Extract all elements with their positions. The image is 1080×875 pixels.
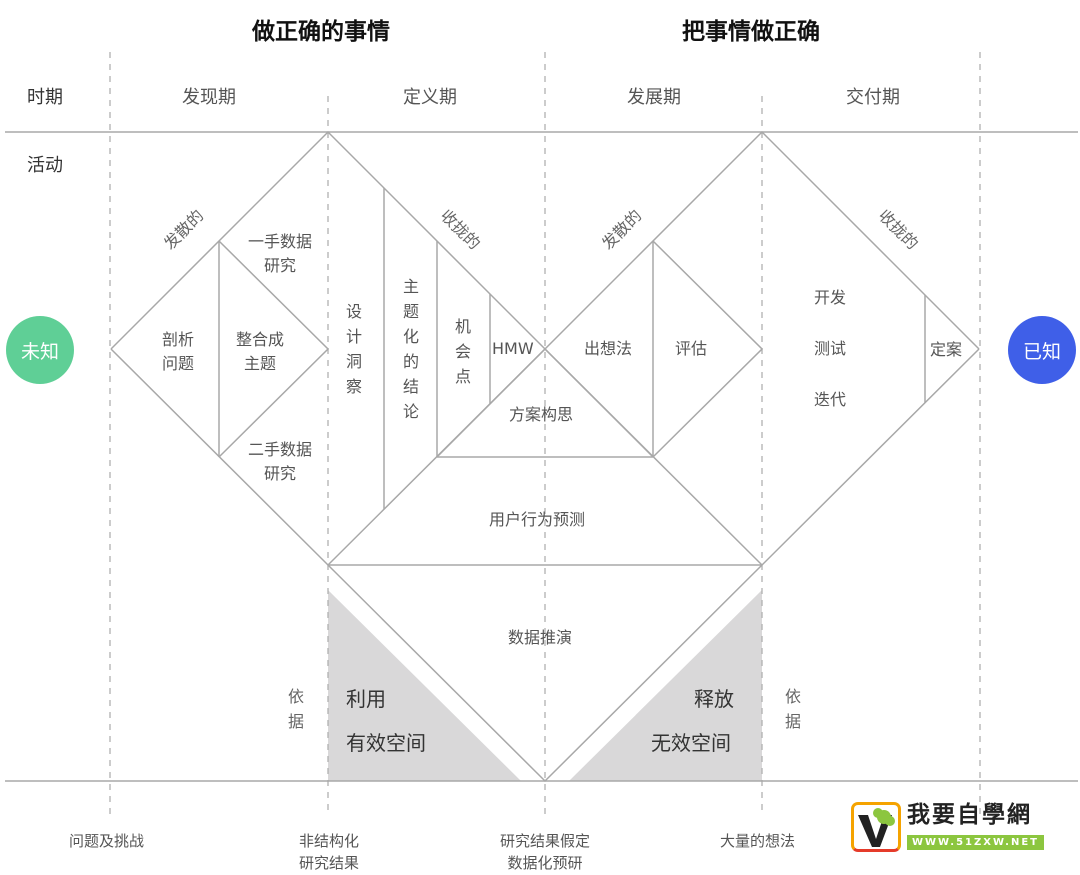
footer-unstructured: 非结构化 研究结果 bbox=[296, 830, 362, 874]
cell-primary-line1: 一手数据 bbox=[247, 232, 312, 251]
footer-unstructured-line1: 非结构化 bbox=[298, 832, 359, 850]
cell-design-insight: 设计洞察 bbox=[345, 302, 362, 396]
phase-develop: 发展期 bbox=[627, 87, 681, 108]
cell-opportunity: 机会点 bbox=[454, 317, 471, 386]
label-basis-right: 依据 bbox=[784, 687, 801, 731]
cell-concept: 方案构思 bbox=[509, 405, 574, 424]
cell-analyze-problem: 剖析 问题 bbox=[156, 328, 200, 376]
state-known-label: 已知 bbox=[1022, 340, 1061, 363]
cell-thematic-conclusion: 主题化的结论 bbox=[402, 277, 419, 421]
row-label-activity: 活动 bbox=[27, 155, 63, 176]
cell-primary-line2: 研究 bbox=[263, 256, 296, 275]
label-data-deduction: 数据推演 bbox=[508, 628, 573, 647]
label-ineffective-space: 无效空间 bbox=[651, 731, 731, 755]
footer-ideas: 大量的想法 bbox=[720, 832, 796, 850]
phase-discover: 发现期 bbox=[182, 87, 236, 108]
cell-develop: 开发 bbox=[814, 288, 847, 307]
state-unknown-circle: 未知 bbox=[6, 316, 74, 384]
logo-v-icon bbox=[851, 802, 901, 852]
diamond-lines bbox=[110, 130, 980, 783]
cell-analyze-line2: 问题 bbox=[161, 354, 194, 373]
footer-unstructured-line2: 研究结果 bbox=[298, 854, 359, 872]
effective-space-shade bbox=[328, 590, 521, 781]
cell-test: 测试 bbox=[814, 339, 847, 358]
cell-secondary-research: 二手数据 研究 bbox=[242, 438, 318, 486]
ineffective-space-shade bbox=[569, 590, 762, 781]
label-effective-space: 有效空间 bbox=[346, 731, 426, 755]
cell-finalize: 定案 bbox=[930, 340, 963, 359]
cell-ideate: 出想法 bbox=[584, 339, 633, 358]
phase-define: 定义期 bbox=[403, 87, 457, 108]
watermark-logo: 我要自學網 WWW.51ZXW.NET bbox=[851, 802, 1048, 856]
cell-analyze-line1: 剖析 bbox=[161, 330, 194, 349]
label-release: 释放 bbox=[694, 687, 734, 711]
title-do-things-right: 把事情做正确 bbox=[682, 19, 820, 45]
phase-deliver: 交付期 bbox=[846, 87, 900, 108]
cell-secondary-line1: 二手数据 bbox=[247, 440, 312, 459]
state-known-circle: 已知 bbox=[1008, 316, 1076, 384]
state-unknown-label: 未知 bbox=[20, 340, 59, 363]
row-label-period: 时期 bbox=[27, 87, 63, 108]
cell-integrate-themes: 整合成 主题 bbox=[230, 328, 290, 376]
cell-integrate-line2: 主题 bbox=[243, 354, 276, 373]
cell-user-behavior: 用户行为预测 bbox=[489, 510, 586, 529]
cell-iterate: 迭代 bbox=[814, 390, 847, 409]
logo-name: 我要自學網 bbox=[907, 802, 1032, 828]
footer-problems: 问题及挑战 bbox=[69, 832, 145, 850]
footer-hypothesis-line1: 研究结果假定 bbox=[499, 832, 590, 850]
label-basis-left: 依据 bbox=[287, 687, 304, 731]
footer-hypothesis-line2: 数据化预研 bbox=[507, 854, 583, 872]
footer-hypothesis: 研究结果假定 数据化预研 bbox=[495, 830, 595, 874]
cell-integrate-line1: 整合成 bbox=[235, 330, 284, 349]
cell-primary-research: 一手数据 研究 bbox=[242, 230, 318, 278]
cell-hmw: HMW bbox=[492, 339, 534, 358]
phase-separators bbox=[109, 52, 981, 815]
title-do-right-things: 做正确的事情 bbox=[252, 19, 390, 45]
cell-evaluate: 评估 bbox=[675, 339, 708, 358]
cell-secondary-line2: 研究 bbox=[263, 464, 296, 483]
logo-url: WWW.51ZXW.NET bbox=[907, 835, 1044, 850]
horizontal-rules bbox=[5, 131, 1078, 782]
label-utilize: 利用 bbox=[346, 687, 386, 711]
